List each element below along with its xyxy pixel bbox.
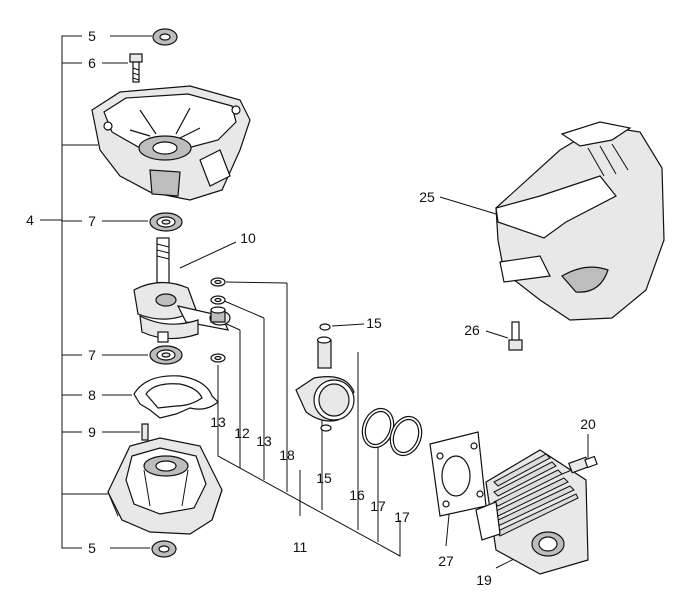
- label-5-bottom: 5: [88, 540, 96, 556]
- piston-rings: [361, 407, 423, 457]
- label-9: 9: [88, 424, 96, 440]
- label-6: 6: [88, 55, 96, 71]
- label-13-left: 13: [210, 414, 226, 430]
- label-13-right: 13: [256, 433, 272, 449]
- piston-assembly: [295, 323, 355, 432]
- cylinder-cover: [495, 121, 665, 321]
- label-26: 26: [464, 322, 480, 338]
- label-15-top: 15: [366, 315, 382, 331]
- oil-seal-bottom: [151, 540, 177, 558]
- cover-bolt: [508, 321, 523, 351]
- label-19: 19: [476, 572, 492, 588]
- leader-lines: [40, 35, 589, 569]
- bearing-bottom: [149, 345, 183, 365]
- label-5-top: 5: [88, 28, 96, 44]
- part-labels: 4 5 6 7 7 8 9 5 10 13 12 13 18 15 15 16 …: [26, 28, 596, 588]
- cylinder-gasket: [429, 431, 487, 517]
- label-17-left: 17: [370, 498, 386, 514]
- bearing-top: [149, 212, 183, 232]
- crankcase-upper: [91, 85, 251, 201]
- label-4: 4: [26, 212, 34, 228]
- cylinder: [475, 449, 589, 575]
- label-8: 8: [88, 387, 96, 403]
- spark-plug: [561, 455, 598, 475]
- oil-seal-top: [152, 28, 178, 46]
- label-7-top: 7: [88, 213, 96, 229]
- label-15-bottom: 15: [316, 470, 332, 486]
- crankcase-gasket: [133, 375, 219, 419]
- crankcase-lower: [107, 437, 223, 535]
- label-7-bottom: 7: [88, 347, 96, 363]
- label-27: 27: [438, 553, 454, 569]
- label-10: 10: [240, 230, 256, 246]
- label-25: 25: [419, 189, 435, 205]
- crankshaft: [133, 237, 231, 343]
- label-17-right: 17: [394, 509, 410, 525]
- label-12: 12: [234, 425, 250, 441]
- label-18: 18: [279, 447, 295, 463]
- label-20: 20: [580, 416, 596, 432]
- label-11: 11: [293, 539, 308, 555]
- label-16: 16: [349, 487, 365, 503]
- small-washers: [210, 277, 226, 363]
- dowel-pin: [141, 423, 149, 441]
- bolt-top: [129, 53, 143, 83]
